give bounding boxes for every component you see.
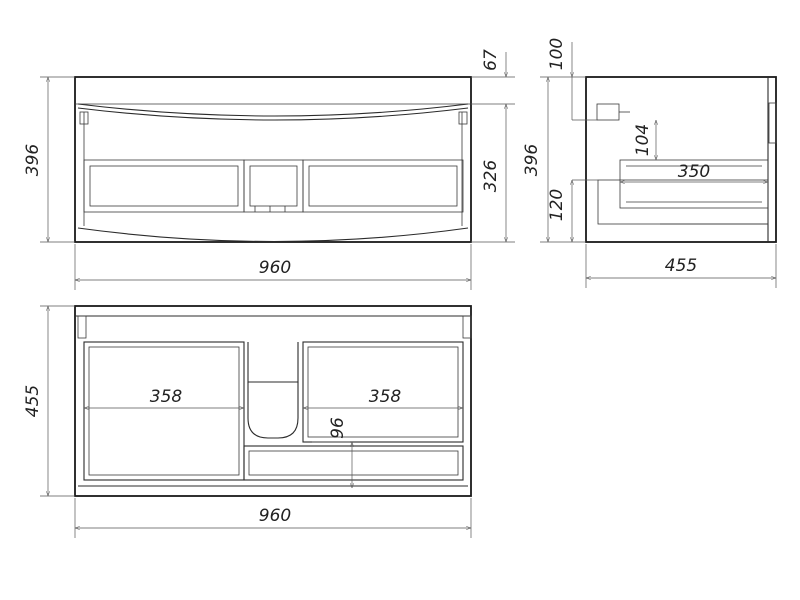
plan-siphon-cutout: [247, 342, 299, 383]
plan-right-width-label: 358: [369, 387, 402, 407]
plan-right-compartment: [302, 341, 464, 443]
front-width-label: 960: [259, 258, 291, 278]
side-top-offset-label: 100: [547, 38, 567, 70]
side-drawer: [619, 159, 769, 209]
front-dimensions: 396 67 326 960: [23, 49, 515, 290]
side-outline: [585, 76, 777, 243]
side-dimensions: 396 100 120 104 350 455: [522, 38, 777, 288]
basin-top-curve: [77, 103, 469, 117]
side-bottom-offset-label: 120: [547, 189, 567, 221]
side-height-label: 396: [522, 144, 542, 177]
front-view: [74, 76, 472, 243]
side-siphon: [596, 103, 620, 121]
plan-hinge-right: [462, 315, 472, 339]
front-bottom-curve: [77, 227, 469, 243]
front-hinge-left: [79, 111, 89, 125]
plan-view: [74, 305, 472, 497]
front-top-gap-label: 67: [481, 49, 501, 71]
side-depth-label: 455: [665, 256, 697, 276]
plan-width-label: 960: [259, 506, 291, 526]
front-inner-drawers: [83, 159, 464, 213]
plan-outline: [74, 305, 472, 497]
plan-left-width-label: 358: [150, 387, 183, 407]
front-height-label: 396: [23, 144, 43, 177]
plan-left-compartment: [83, 341, 245, 481]
plan-hinge-left: [77, 315, 87, 339]
side-view: [585, 76, 777, 243]
front-outline: [74, 76, 472, 243]
plan-bottom-depth-label: 96: [328, 417, 348, 439]
plan-siphon-cutout-curve: [247, 382, 299, 439]
front-hinge-right: [458, 111, 468, 125]
basin-top-curve-inner: [77, 107, 469, 121]
side-drawer-height-label: 104: [633, 124, 653, 156]
plan-dimensions: 455 358 358 96 960: [23, 305, 472, 538]
side-drawer-depth-label: 350: [678, 162, 710, 182]
plan-depth-label: 455: [23, 385, 43, 417]
front-inner-height-label: 326: [481, 160, 501, 193]
side-handle: [768, 102, 777, 144]
